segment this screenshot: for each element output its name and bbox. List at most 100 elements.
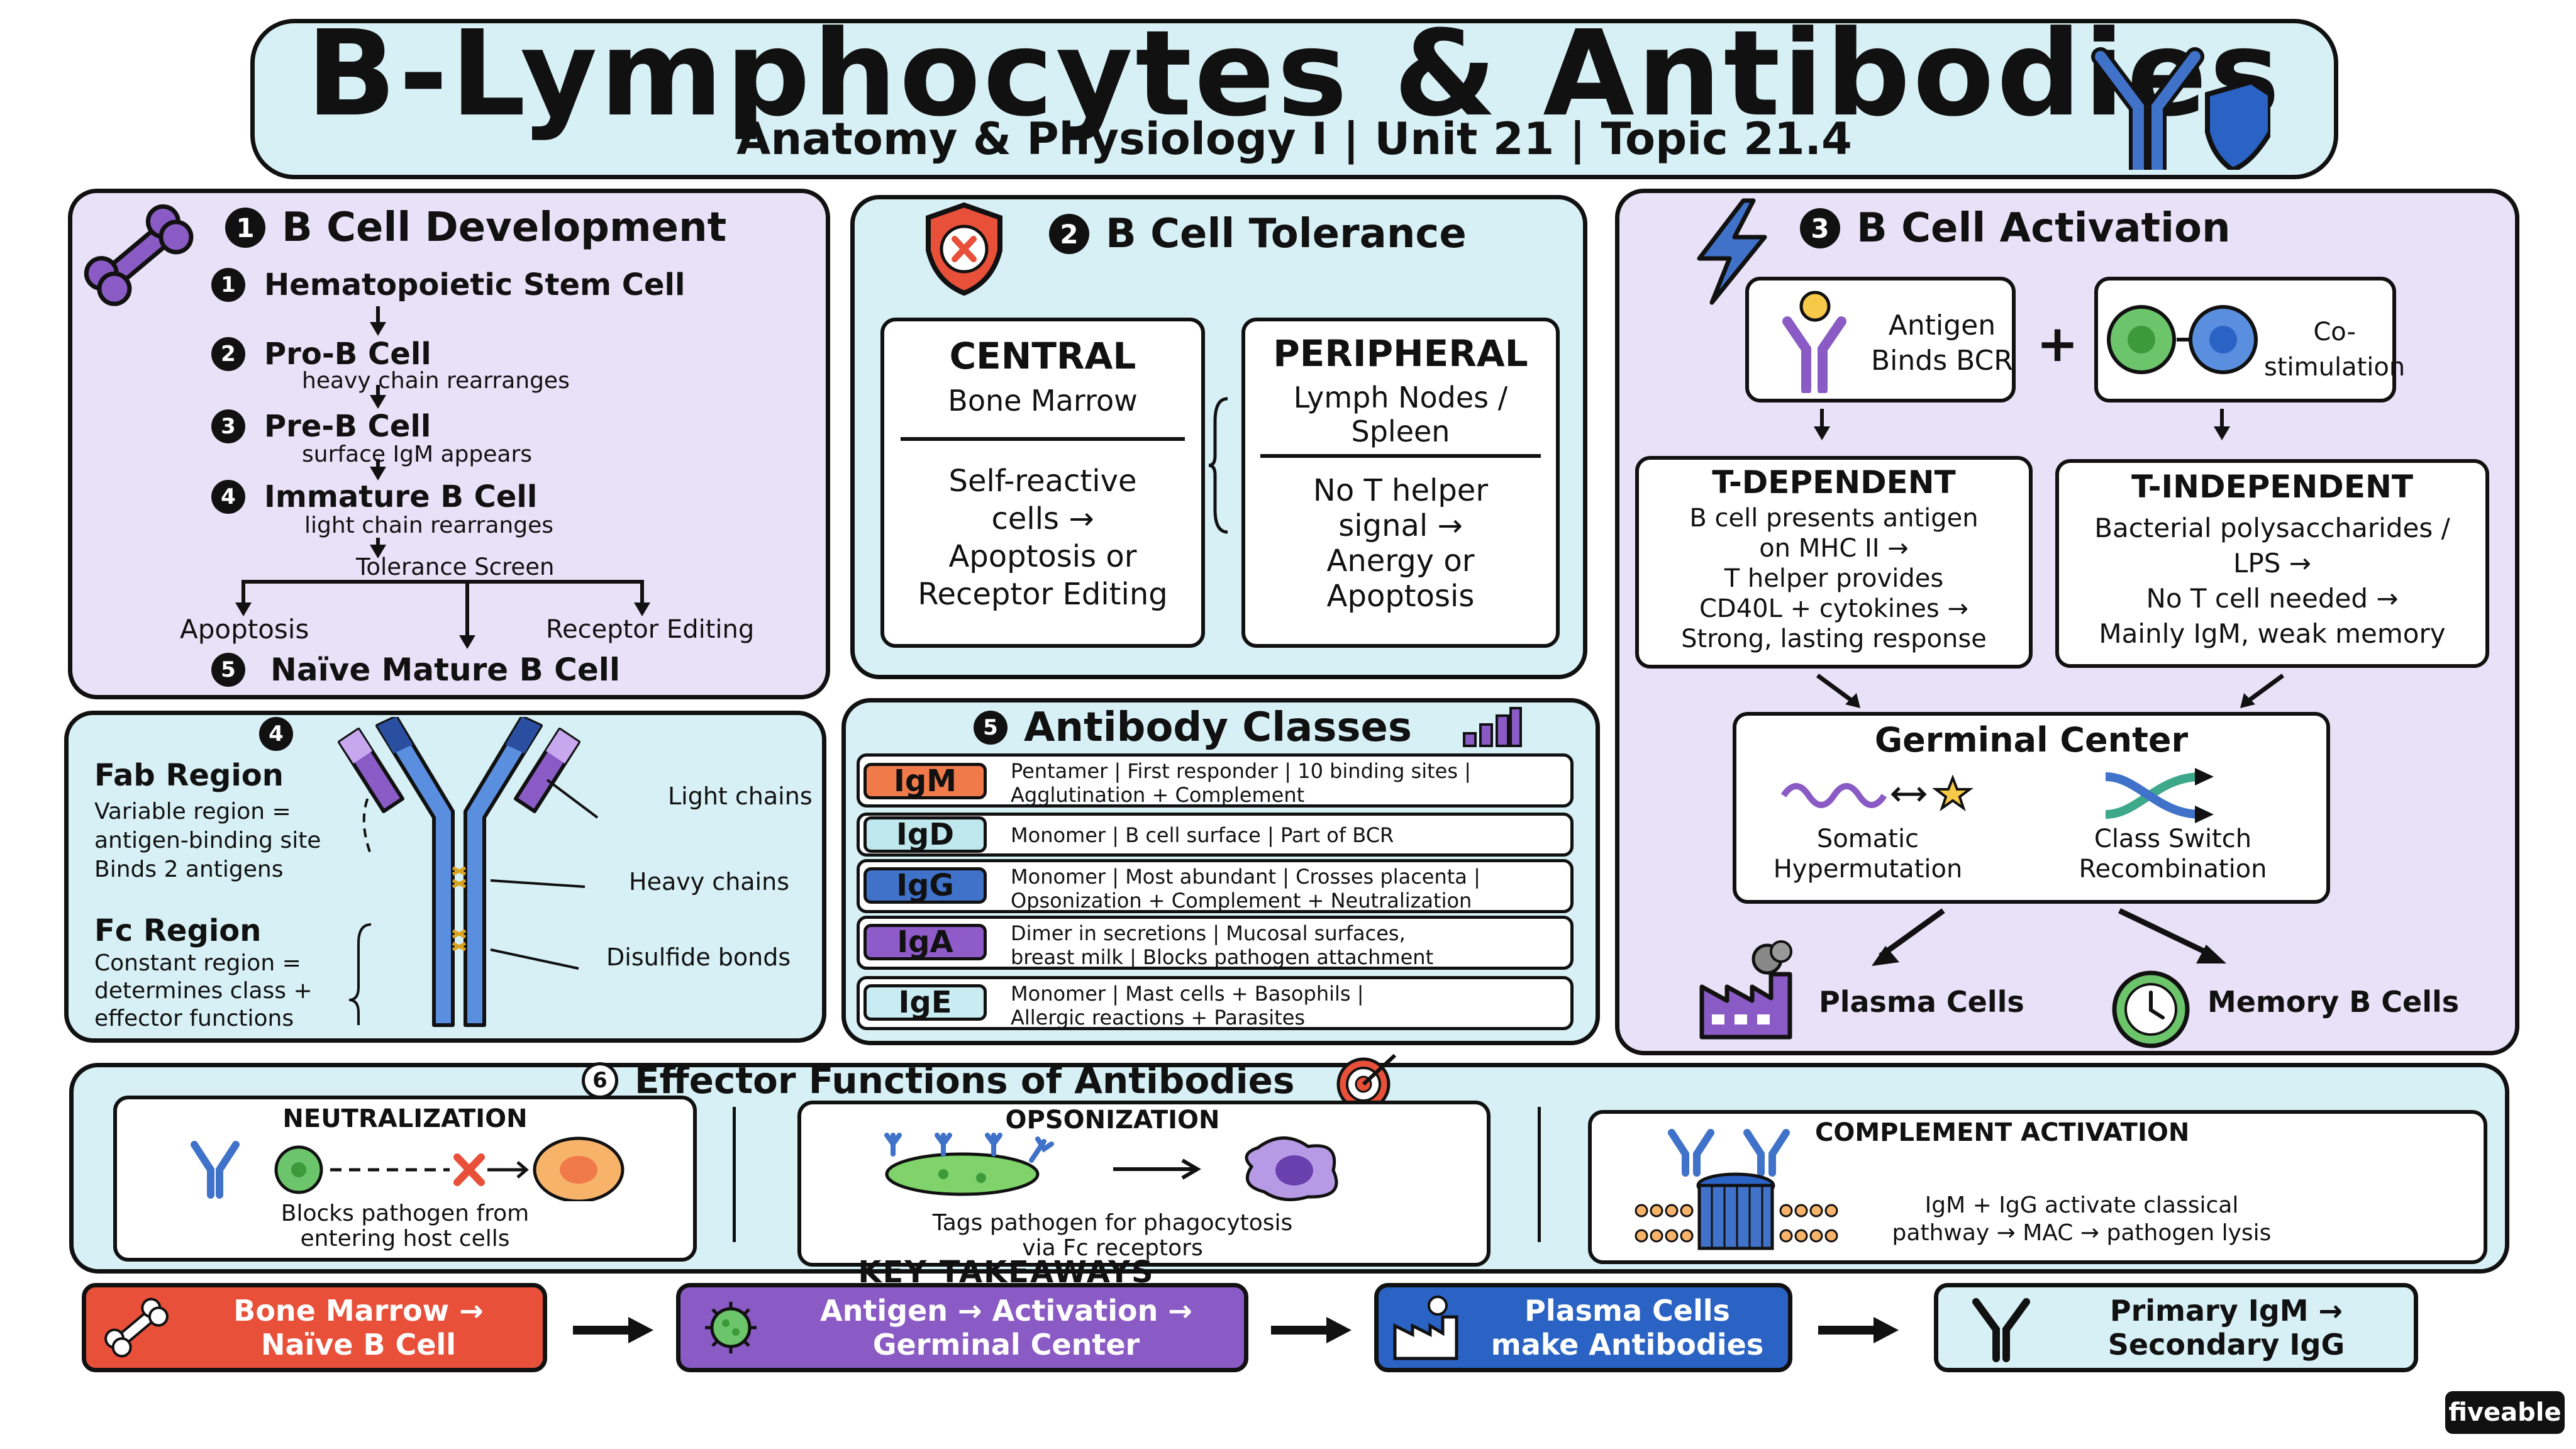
costim-label: Co- stimulation [2264,314,2405,385]
bar-chart-icon [1463,707,1522,747]
dev-step-3: 3 Pre-B Cell [211,409,431,444]
dev-step-1: 1 Hematopoietic Stem Cell [211,267,685,303]
classes-title: Antibody Classes [1024,704,1412,751]
dev-step-4-name: Immature B Cell [264,479,538,514]
hypermutation-line: Hypermutation [1773,855,1963,884]
hypermutation-label: Somatic Hypermutation [1748,824,1987,884]
peripheral-box [1241,318,1560,648]
bone-icon [84,204,194,306]
complement-line: IgM + IgG activate classical [1924,1192,2239,1218]
plasma-cells-label: Plasma Cells [1819,985,2024,1019]
class-switch-label: Class Switch Recombination [2047,824,2299,884]
class-desc-line: Monomer | Mast cells + Basophils | [1011,982,1364,1006]
light-chains-label: Light chains [668,782,813,810]
class-badge: IgM [863,763,987,799]
dev-step-4: 4 Immature B Cell [211,479,537,514]
complement-title: COMPLEMENT ACTIVATION [1815,1118,2190,1147]
central-subtitle: Bone Marrow [948,384,1138,418]
t-independent-line: No T cell needed → [2146,583,2399,614]
central-line: Self-reactive [948,464,1137,499]
class-desc-line: Dimer in secretions | Mucosal surfaces, [1011,921,1406,945]
heavy-chains-label: Heavy chains [629,868,789,896]
peripheral-subtitle-line: Spleen [1351,414,1450,448]
takeaway-bone-marrow: Bone Marrow → Naïve B Cell [82,1283,547,1372]
t-dependent-line: on MHC II → [1759,534,1909,563]
class-badge: IgA [863,924,987,960]
fc-line: effector functions [94,1006,294,1031]
brand-text: fiveable [2448,1398,2562,1427]
hypermutation-line: Somatic [1816,824,1919,853]
dev-step-3-number: 3 [211,409,245,443]
t-independent-title: T-INDEPENDENT [2131,469,2413,505]
opsonization-desc: Tags pathogen for phagocytosis via Fc re… [797,1211,1428,1261]
class-row-igd: IgD Monomer | B cell surface | Part of B… [857,813,1574,857]
shield-x-icon [926,202,1002,296]
takeaway-arrow [1818,1317,1899,1343]
opsonization-line: Tags pathogen for phagocytosis [932,1210,1293,1236]
takeaway-arrow [1271,1317,1352,1343]
plus-sign: + [2036,314,2079,373]
germinal-center-box [1733,712,2330,904]
t-independent-line: LPS → [2233,548,2311,579]
class-desc-line: Allergic reactions + Parasites [1011,1006,1306,1030]
takeaway-line: Bone Marrow → [233,1294,484,1328]
dev-step-1-name: Hematopoietic Stem Cell [264,267,686,303]
class-switch-line: Class Switch [2094,824,2252,853]
dev-final-name: Naïve Mature B Cell [270,652,621,688]
class-desc: Monomer | B cell surface | Part of BCR [1011,823,1570,847]
fc-line: determines class + [94,978,313,1004]
t-independent-line: Mainly IgM, weak memory [2099,618,2446,649]
class-row-igm: IgM Pentamer | First responder | 10 bind… [857,753,1574,808]
neutralization-line: Blocks pathogen from [280,1201,530,1226]
takeaway-igm-igg: Primary IgM → Secondary IgG [1934,1283,2418,1372]
fc-body: Constant region = determines class + eff… [94,950,313,1033]
class-badge: IgD [863,816,987,853]
factory-icon [1393,1296,1458,1360]
class-badge: IgE [863,984,987,1021]
dev-step-2-note: heavy chain rearranges [302,368,570,394]
effector-number: 6 [582,1062,618,1099]
peripheral-line: Anergy or [1326,543,1475,579]
opsonization-line: via Fc receptors [1022,1235,1203,1261]
takeaway-line: Naïve B Cell [260,1328,457,1362]
fab-line: Variable region = [94,799,291,824]
dev-step-2: 2 Pro-B Cell [211,336,431,372]
dev-step-3-name: Pre-B Cell [264,409,431,444]
central-line: cells → [991,501,1094,536]
takeaway-line: Antigen → Activation → [820,1294,1192,1328]
effector-heading: 6 Effector Functions of Antibodies [582,1059,1295,1102]
activation-number: 3 [1800,208,1840,248]
takeaway-plasma: Plasma Cells make Antibodies [1374,1283,1792,1372]
t-dependent-line: Strong, lasting response [1681,625,1987,653]
class-desc-line: Monomer | B cell surface | Part of BCR [1011,823,1394,847]
development-number: 1 [225,208,265,248]
hypermutation-icon [1780,774,1974,812]
class-desc: Monomer | Most abundant | Crosses placen… [1011,865,1570,913]
fc-title: Fc Region [94,913,262,948]
class-desc: Monomer | Mast cells + Basophils | Aller… [1011,982,1570,1030]
classes-heading: 5 Antibody Classes [974,704,1412,751]
antigen-bcr-icon [1782,291,1846,393]
tolerance-heading: 2 B Cell Tolerance [1049,211,1467,257]
t-dependent-title: T-DEPENDENT [1712,464,1956,501]
dev-step-2-name: Pro-B Cell [264,336,431,372]
takeaway-label: Bone Marrow → Naïve B Cell [174,1294,543,1362]
takeaway-label: Primary IgM → Secondary IgG [2039,1294,2414,1362]
lightning-icon [1697,198,1767,305]
class-row-igg: IgG Monomer | Most abundant | Crosses pl… [857,859,1574,913]
class-switch-icon [2105,768,2214,823]
takeaway-line: Secondary IgG [2107,1328,2345,1362]
class-desc-line: Pentamer | First responder | 10 binding … [1011,759,1471,783]
dev-step-2-number: 2 [211,337,245,371]
virus-icon [705,1302,757,1353]
costim-label-line: Co- [2313,318,2356,347]
opsonization-icon [884,1133,1338,1201]
t-dependent-body: B cell presents antigen on MHC II → T he… [1635,503,2033,654]
disulfide-label: Disulfide bonds [606,943,791,971]
antigen-label: Antigen Binds BCR [1871,308,2013,379]
central-body: Self-reactive cells → Apoptosis or Recep… [880,462,1205,613]
takeaway-line: Plasma Cells [1524,1294,1730,1328]
opsonization-title: OPSONIZATION [1005,1106,1220,1135]
dev-final-step: 5 Naïve Mature B Cell [211,652,620,688]
diverge-arrows [1872,908,2226,966]
